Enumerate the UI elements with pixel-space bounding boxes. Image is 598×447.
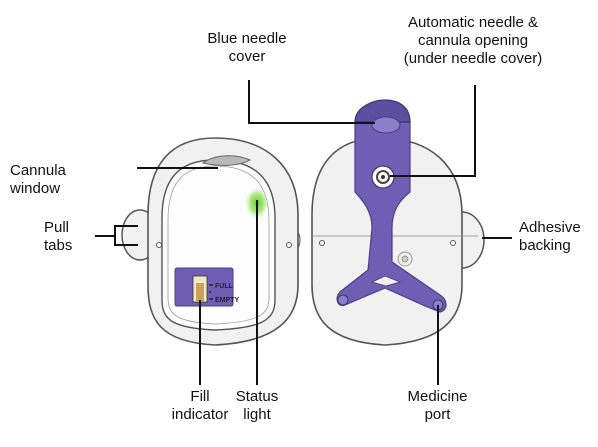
label-blue-needle-cover: Blue needle cover	[207, 30, 287, 65]
leader-needle-cover	[248, 80, 375, 124]
label-fill-indicator: Fill indicator	[171, 388, 229, 423]
label-medicine-port: Medicine port	[407, 388, 468, 423]
label-status-light: Status light	[235, 388, 279, 423]
hole	[286, 242, 292, 248]
hole	[450, 240, 456, 246]
indicator-empty-text: EMPTY	[215, 297, 239, 304]
blue-needle-cover	[354, 99, 411, 123]
label-pull-tabs: Pull tabs	[44, 219, 73, 254]
label-cannula-window: Cannula window	[10, 162, 66, 197]
label-auto-needle: Automatic needle & cannula opening (unde…	[403, 14, 543, 67]
cannula-window	[201, 155, 252, 166]
leader-pull-tabs-bracket	[114, 225, 138, 246]
leader-lines	[95, 80, 512, 385]
label-adhesive-backing: Adhesive backing	[519, 219, 581, 254]
purple-frame	[336, 121, 447, 313]
hole	[319, 240, 325, 246]
indicator-full-text: FULL	[215, 283, 234, 290]
device-bottom-view	[311, 99, 485, 346]
device-top-view: FULL EMPTY	[121, 137, 301, 346]
left-port	[337, 294, 349, 306]
hole	[156, 242, 162, 248]
fill-indicator-bar	[196, 283, 204, 301]
leader-auto-needle	[390, 85, 476, 177]
